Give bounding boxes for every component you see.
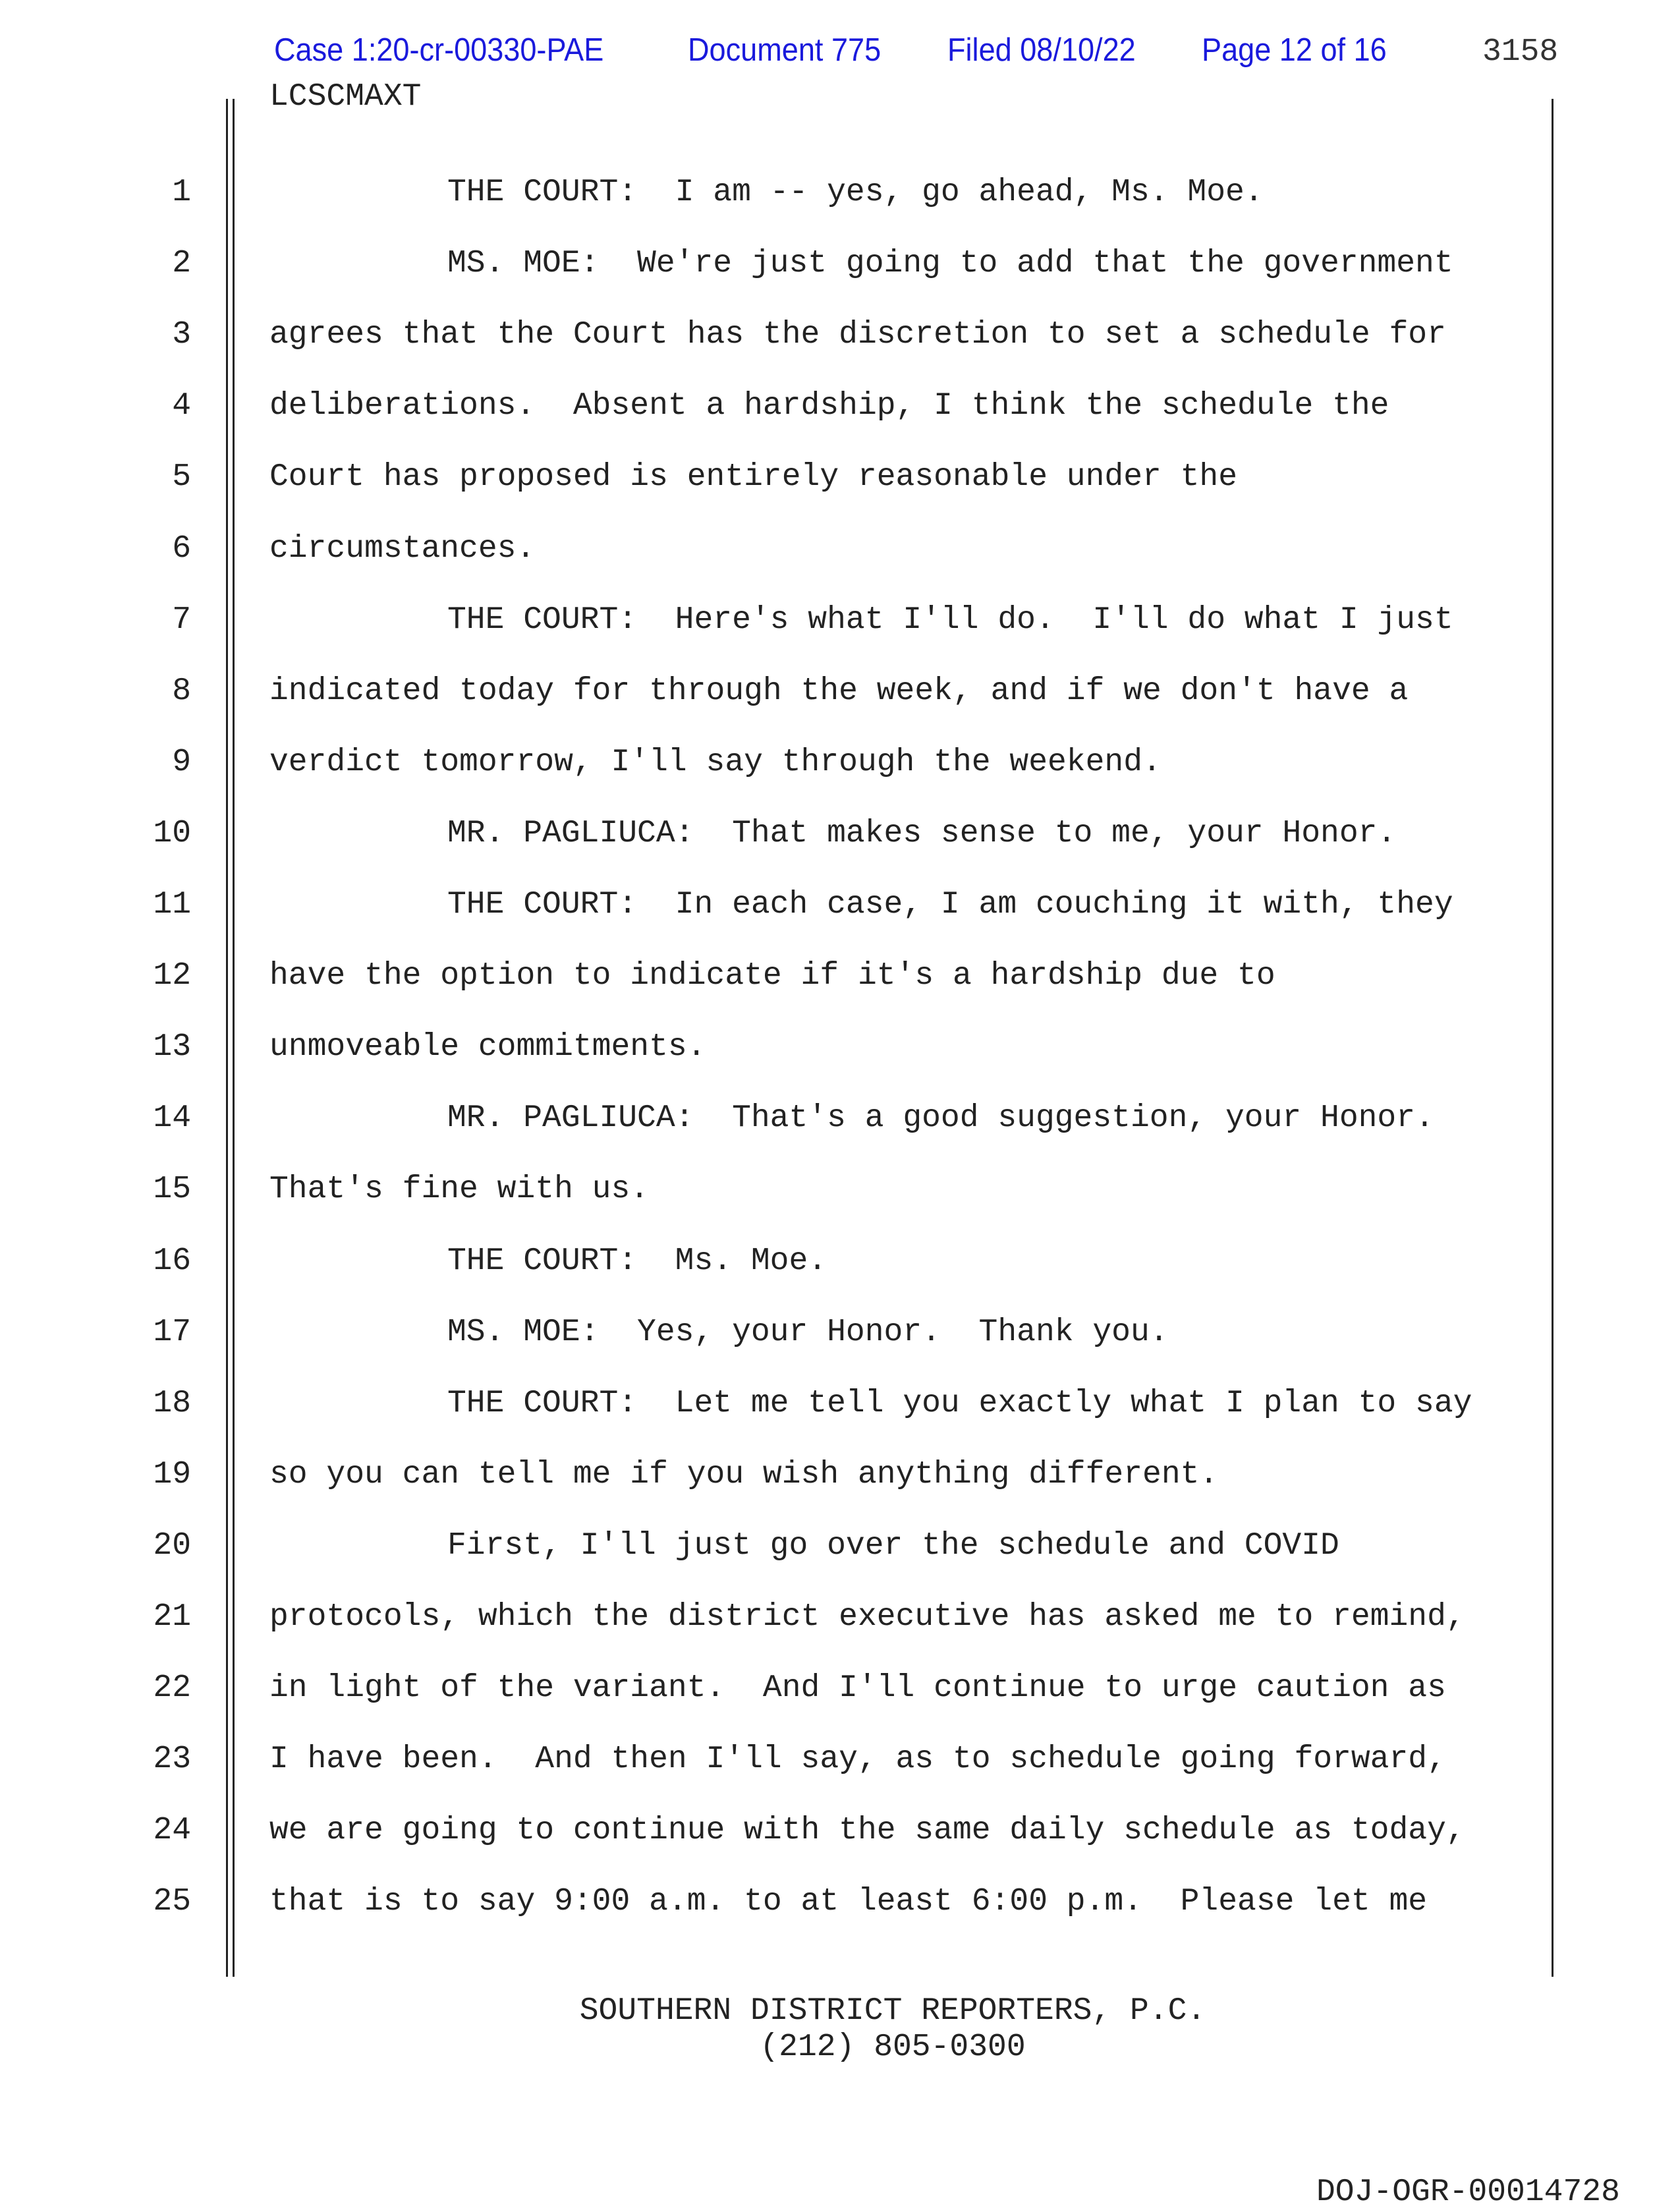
transcript-line: deliberations. Absent a hardship, I thin…	[269, 388, 1389, 424]
transcript-line: THE COURT: Here's what I'll do. I'll do …	[447, 602, 1453, 638]
transcript-line: agrees that the Court has the discretion…	[269, 317, 1446, 353]
case-number: Case 1:20-cr-00330-PAE	[274, 32, 604, 68]
transcript-line: THE COURT: Ms. Moe.	[447, 1243, 827, 1279]
transcript-line: MR. PAGLIUCA: That makes sense to me, yo…	[447, 815, 1397, 851]
line-number: 2	[172, 246, 191, 282]
transcript-line: MS. MOE: We're just going to add that th…	[447, 246, 1453, 282]
line-number: 17	[153, 1314, 191, 1350]
transcript-line: we are going to continue with the same d…	[269, 1813, 1465, 1849]
line-number: 13	[153, 1029, 191, 1065]
line-number: 16	[153, 1243, 191, 1279]
line-number: 18	[153, 1385, 191, 1421]
line-number: 4	[172, 388, 191, 424]
line-number: 25	[153, 1884, 191, 1920]
line-number: 8	[172, 673, 191, 709]
transcript-code: LCSCMAXT	[269, 79, 422, 115]
line-number: 20	[153, 1527, 191, 1564]
line-number: 15	[153, 1172, 191, 1208]
transcript-line: MR. PAGLIUCA: That's a good suggestion, …	[447, 1100, 1434, 1137]
line-number: 11	[153, 887, 191, 922]
line-number: 7	[172, 602, 191, 638]
line-number: 21	[153, 1599, 191, 1635]
line-number: 1	[172, 175, 191, 210]
transcript-line: verdict tomorrow, I'll say through the w…	[269, 744, 1162, 780]
transcript-line: that is to say 9:00 a.m. to at least 6:0…	[269, 1884, 1428, 1920]
line-number: 6	[172, 530, 191, 567]
page-indicator: Page 12 of 16	[1202, 32, 1387, 68]
left-margin-rule	[226, 99, 228, 1977]
line-number: 3	[172, 317, 191, 353]
bates-number: DOJ-OGR-00014728	[1316, 2174, 1620, 2210]
line-number: 24	[153, 1813, 191, 1849]
transcript-line: I have been. And then I'll say, as to sc…	[269, 1742, 1446, 1778]
transcript-line: protocols, which the district executive …	[269, 1599, 1465, 1635]
transcript-line: so you can tell me if you wish anything …	[269, 1456, 1219, 1492]
line-number: 10	[153, 815, 191, 851]
right-margin-rule	[1552, 99, 1554, 1977]
reporter-name: SOUTHERN DISTRICT REPORTERS, P.C.	[579, 1993, 1206, 2029]
line-number: 12	[153, 958, 191, 994]
transcript-line: THE COURT: I am -- yes, go ahead, Ms. Mo…	[447, 175, 1264, 210]
transcript-line: THE COURT: In each case, I am couching i…	[447, 887, 1453, 922]
line-number: 22	[153, 1670, 191, 1707]
filed-date: Filed 08/10/22	[947, 32, 1136, 68]
transcript-line: have the option to indicate if it's a ha…	[269, 958, 1275, 994]
line-number: 23	[153, 1742, 191, 1778]
transcript-line: That's fine with us.	[269, 1172, 650, 1208]
line-number: 5	[172, 459, 191, 496]
transcript-line: unmoveable commitments.	[269, 1029, 706, 1065]
left-margin-rule	[233, 99, 235, 1977]
transcript-line: in light of the variant. And I'll contin…	[269, 1670, 1446, 1707]
transcript-line: First, I'll just go over the schedule an…	[447, 1527, 1339, 1564]
transcript-line: circumstances.	[269, 530, 536, 567]
document-number: Document 775	[688, 32, 882, 68]
transcript-page-number: 3158	[1482, 34, 1559, 70]
transcript-line: MS. MOE: Yes, your Honor. Thank you.	[447, 1314, 1169, 1350]
line-number: 9	[172, 744, 191, 780]
transcript-line: Court has proposed is entirely reasonabl…	[269, 459, 1238, 496]
transcript-line: THE COURT: Let me tell you exactly what …	[447, 1385, 1472, 1421]
line-number: 14	[153, 1100, 191, 1137]
reporter-phone: (212) 805-0300	[760, 2029, 1026, 2065]
line-number: 19	[153, 1456, 191, 1492]
transcript-line: indicated today for through the week, an…	[269, 673, 1409, 709]
